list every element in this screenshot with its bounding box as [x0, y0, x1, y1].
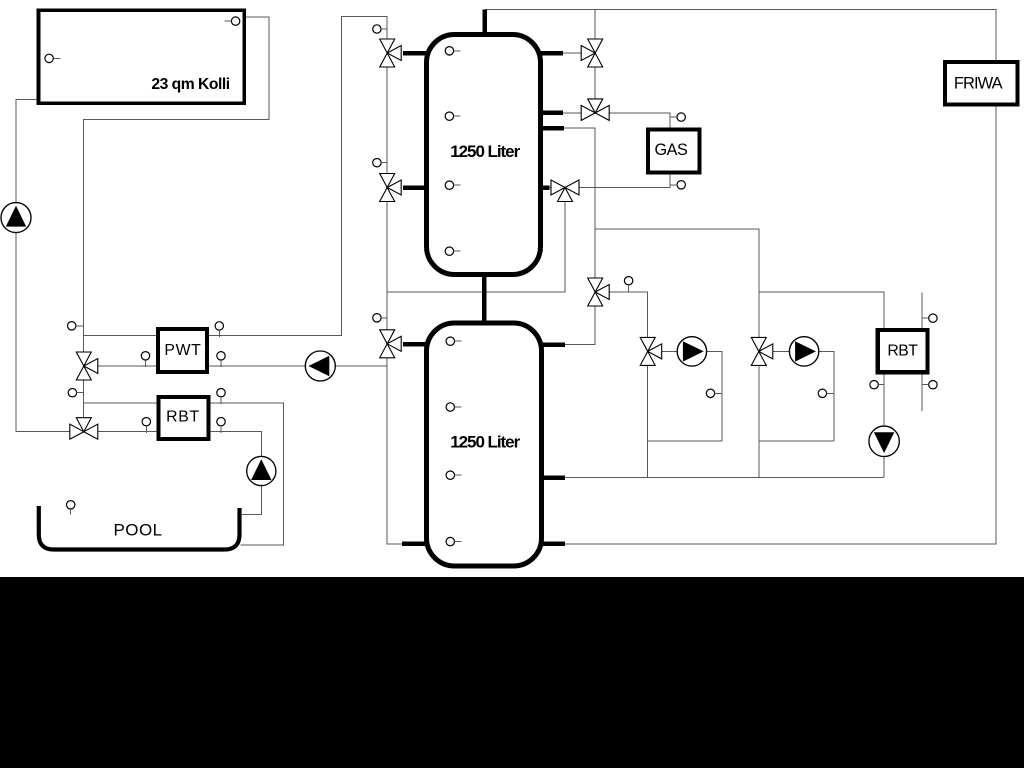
svg-text:RBT: RBT	[887, 343, 918, 360]
svg-text:GAS: GAS	[655, 141, 688, 159]
svg-text:1250 Liter: 1250 Liter	[450, 433, 520, 452]
svg-text:POOL: POOL	[114, 520, 163, 539]
svg-text:PWT: PWT	[164, 342, 201, 359]
svg-text:23 qm Kolli: 23 qm Kolli	[151, 76, 230, 93]
svg-text:1250 Liter: 1250 Liter	[450, 142, 520, 161]
svg-text:FRIWA: FRIWA	[954, 75, 1003, 93]
svg-text:RBT: RBT	[166, 409, 199, 426]
